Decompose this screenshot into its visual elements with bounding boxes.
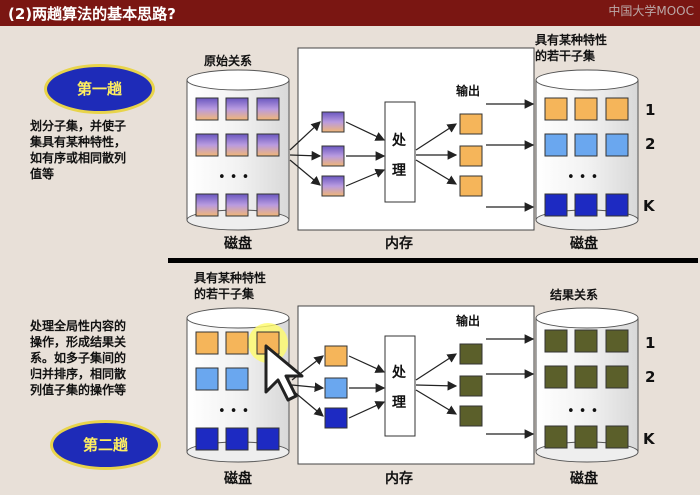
pass1-ellipsis-right: • • •	[567, 170, 599, 185]
pass2-memory-label: 内存	[385, 471, 413, 487]
pass1-disk-left-label: 磁盘	[224, 236, 252, 252]
pass1-process-box	[384, 101, 416, 203]
pass1-input-blocks	[195, 97, 280, 217]
pass1-description: 划分子集，并使子集具有某种特性，如有序或相同散列值等	[30, 119, 127, 181]
pass2-process-box	[384, 335, 416, 437]
pass1-input-arrows	[289, 121, 322, 186]
pass1-output-blocks	[544, 97, 629, 217]
pass2-input-label: 具有某种特性的若干子集	[194, 271, 267, 301]
pass1-ellipsis-left: • • •	[218, 170, 250, 185]
pass1-process-text: 处理	[392, 133, 406, 179]
pass2-output-word: 输出	[456, 314, 481, 328]
pass2-input-blocks	[195, 331, 280, 451]
pass1-input-label: 原始关系	[204, 54, 253, 68]
slide-header: (2)两趟算法的基本思路? 中国大学MOOC	[0, 0, 700, 26]
slide-title: (2)两趟算法的基本思路?	[8, 5, 176, 23]
pass1-num-2: 2	[645, 135, 656, 153]
cursor-arrow-icon	[264, 344, 304, 402]
pass2-badge: 第二趟	[50, 420, 161, 470]
pass1-memory-box	[297, 47, 535, 231]
pass2-description: 处理全局性内容的操作，形成结果关系。如多子集间的归并排序，相同散列值子集的操作等	[30, 319, 127, 397]
pass1-output-word: 输出	[456, 84, 481, 98]
pass2-num-k: K	[643, 430, 655, 448]
pass2-ellipsis-left: • • •	[218, 404, 250, 419]
pass2-output-label: 结果关系	[550, 288, 599, 302]
pass-divider	[168, 258, 698, 263]
pass2-output-blocks	[544, 329, 629, 449]
pass2-memory-buffers	[324, 345, 348, 429]
pass1-output-buffers	[459, 113, 483, 197]
pass1-num-k: K	[643, 197, 655, 215]
pass2-output-buffers	[459, 343, 483, 427]
pass1-num-1: 1	[645, 101, 656, 119]
pass2-disk-left-label: 磁盘	[224, 471, 252, 487]
pass1-output-label: 具有某种特性的若干子集	[535, 33, 608, 63]
pass1-memory-buffers	[321, 111, 345, 197]
pass1-disk-right-label: 磁盘	[570, 236, 598, 252]
pass1-memory-label: 内存	[385, 236, 413, 252]
pass2-disk-right-label: 磁盘	[570, 471, 598, 487]
pass1-badge: 第一趟	[44, 64, 155, 114]
pass2-process-text: 处理	[392, 365, 406, 411]
mooc-logo: 中国大学MOOC	[608, 4, 694, 18]
pass2-num-2: 2	[645, 368, 656, 386]
pass2-num-1: 1	[645, 334, 656, 352]
pass2-ellipsis-right: • • •	[567, 404, 599, 419]
